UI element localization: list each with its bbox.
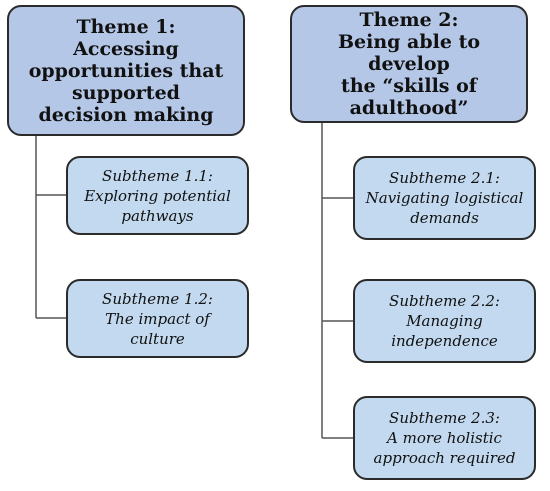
theme-2-heading: Theme 2: <box>359 9 459 31</box>
theme-1-title-line-1: Accessing <box>73 37 179 60</box>
theme-1-title-line-2: opportunities that <box>28 59 224 82</box>
theme-1-box: Theme 1: Accessing opportunities that su… <box>7 5 245 136</box>
subtheme-2-1-text-line-1: Navigating logistical <box>365 189 524 207</box>
subtheme-1-2-heading: Subtheme 1.2: <box>102 289 213 308</box>
subtheme-1-1-text-line-1: Exploring potential <box>84 186 231 205</box>
theme-2-title-line-2: the “skills of <box>341 75 477 97</box>
subtheme-1-2-box: Subtheme 1.2: The impact of culture <box>66 279 249 358</box>
subtheme-1-1-heading: Subtheme 1.1: <box>102 166 213 185</box>
subtheme-2-3-text-line-1: A more holistic <box>387 429 502 447</box>
subtheme-2-1-text-line-2: demands <box>410 209 479 227</box>
subtheme-2-2-text-line-2: independence <box>391 332 498 350</box>
subtheme-2-2-text-line-1: Managing <box>406 312 483 330</box>
theme-1-title-line-3: supported <box>72 81 180 104</box>
subtheme-2-3-heading: Subtheme 2.3: <box>389 409 500 427</box>
subtheme-1-1-box: Subtheme 1.1: Exploring potential pathwa… <box>66 156 249 235</box>
theme-2-title-line-3: adulthood” <box>349 97 469 119</box>
theme-1-heading: Theme 1: <box>76 15 176 38</box>
theme-2-title-line-1: Being able to develop <box>337 31 481 75</box>
subtheme-1-2-text-line-1: The impact of culture <box>105 309 210 348</box>
subtheme-2-1-box: Subtheme 2.1: Navigating logistical dema… <box>353 156 536 240</box>
theme-2-box: Theme 2: Being able to develop the “skil… <box>290 5 528 123</box>
subtheme-2-3-text-line-2: approach required <box>373 449 516 467</box>
subtheme-2-1-heading: Subtheme 2.1: <box>389 169 500 187</box>
subtheme-1-1-text-line-2: pathways <box>121 206 194 225</box>
subtheme-2-2-box: Subtheme 2.2: Managing independence <box>353 279 536 363</box>
subtheme-2-2-heading: Subtheme 2.2: <box>389 292 500 310</box>
subtheme-2-3-box: Subtheme 2.3: A more holistic approach r… <box>353 396 536 480</box>
theme-1-title-line-4: decision making <box>38 103 214 126</box>
